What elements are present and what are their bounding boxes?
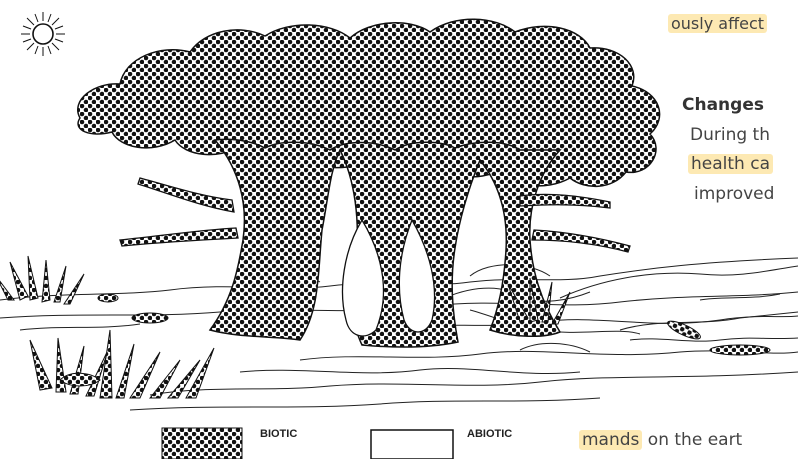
text-bottom-rest: on the eart [642,430,742,450]
highlight-line-2: health ca [688,154,773,174]
foreground-plants [30,330,214,398]
text-line-2-wrap: health ca [688,154,773,174]
biotic-swatch [162,428,242,459]
text-line-1: During th [690,125,770,145]
legend-biotic-label: BIOTIC [260,428,297,440]
legend-abiotic-label: ABIOTIC [467,428,512,440]
highlight-top-right: ously affect [668,14,767,33]
section-heading: Changes [682,95,764,115]
abiotic-swatch [371,430,453,459]
sun-icon [21,12,65,56]
grass-clump [0,256,84,304]
text-line-3: improved [694,184,774,204]
text-top-right: ously affect [668,14,767,33]
tree-trunk [210,139,560,347]
highlight-bottom: mands [579,430,642,450]
text-bottom: mands on the eart [579,430,742,450]
